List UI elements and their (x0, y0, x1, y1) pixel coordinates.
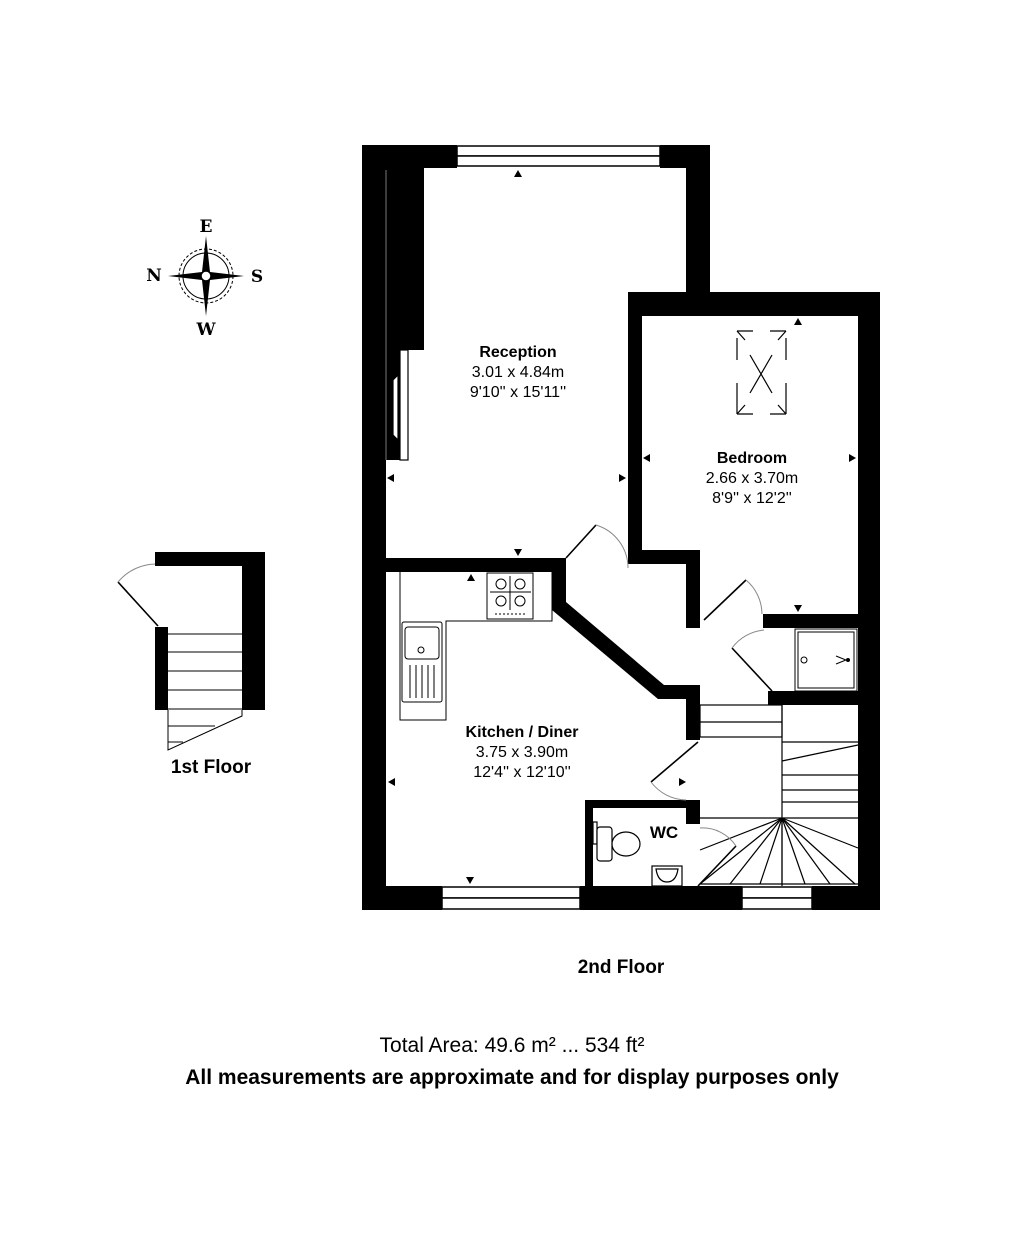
skylight (736, 330, 787, 415)
room-dimensions-metric: 2.66 x 3.70m (705, 470, 799, 487)
dimension-arrows (387, 170, 856, 884)
doors (117, 524, 773, 887)
compass-east-label: E (199, 217, 213, 237)
total-area: Total Area: 49.6 m² ... 534 ft² (379, 1034, 645, 1057)
first-floor (155, 552, 265, 751)
room-dimensions-imperial: 8'9'' x 12'2'' (712, 490, 792, 507)
floor-label-second: 2nd Floor (577, 957, 665, 978)
kitchen-counters (399, 572, 553, 721)
compass-north-label: N (146, 266, 162, 286)
compass-west-label: W (196, 320, 216, 340)
room-name: WC (649, 823, 679, 842)
room-name: Kitchen / Diner (465, 724, 579, 741)
windows (441, 145, 813, 910)
room-label-reception: Reception 3.01 x 4.84m 9'10'' x 15'11'' (470, 343, 566, 403)
door-arcs (117, 524, 765, 847)
room-label-kitchen-diner: Kitchen / Diner 3.75 x 3.90m 12'4'' x 12… (466, 723, 579, 783)
room-dimensions-metric: 3.75 x 3.90m (475, 744, 569, 761)
wc-fixtures (592, 821, 683, 887)
fireplace (392, 349, 409, 461)
room-dimensions-imperial: 9'10'' x 15'11'' (469, 384, 567, 401)
compass-rose (168, 236, 244, 316)
compass-south-label: S (250, 267, 264, 287)
room-name: Reception (479, 344, 557, 361)
room-label-wc: WC (650, 822, 678, 843)
disclaimer: All measurements are approximate and for… (185, 1066, 839, 1089)
floor-label-first: 1st Floor (170, 757, 252, 778)
room-label-bedroom: Bedroom 2.66 x 3.70m 8'9'' x 12'2'' (706, 449, 799, 509)
shower-tray (794, 628, 858, 692)
room-dimensions-imperial: 12'4'' x 12'10'' (473, 764, 571, 781)
second-floor-walls (362, 145, 880, 910)
room-name: Bedroom (716, 450, 788, 467)
stairs-second-floor (699, 704, 859, 886)
room-dimensions-metric: 3.01 x 4.84m (471, 364, 565, 381)
